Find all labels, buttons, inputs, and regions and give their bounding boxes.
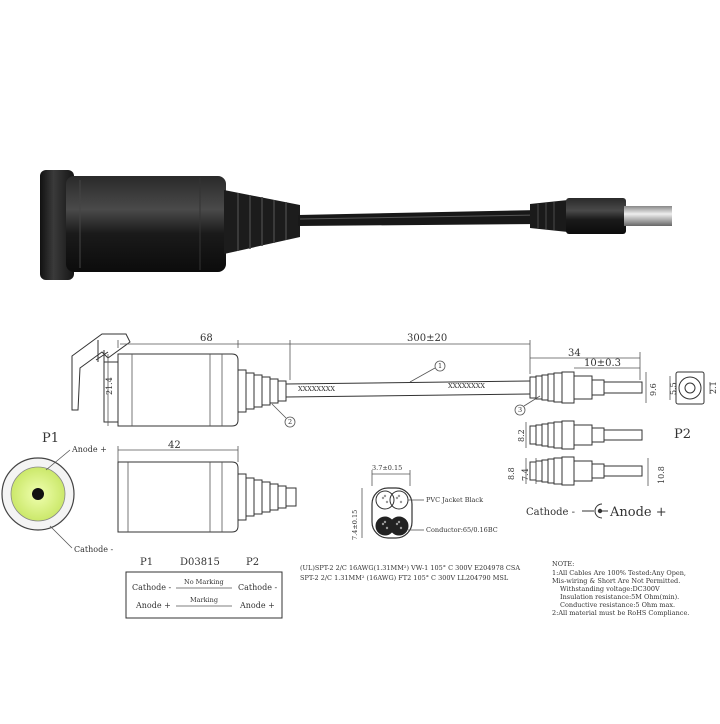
p1-title: P1 — [42, 431, 59, 446]
notes-line5: Conductive resistance:5 Ohm max. — [560, 601, 675, 609]
top-view-drawing — [117, 446, 297, 533]
p1-center-pin — [32, 488, 44, 500]
dim-8-8: 8.8 — [507, 467, 516, 480]
side-view-drawing — [71, 333, 705, 427]
dim-10-8: 10.8 — [657, 466, 666, 484]
notes-line3: Withstanding voltage:DC300V — [560, 585, 660, 593]
notes-line2: Mis-wiring & Short Are Not Permitted. — [552, 577, 680, 585]
table-row1-mid: No Marking — [184, 578, 224, 586]
table-row2-left: Anode + — [135, 601, 171, 610]
table-row1-left: Cathode - — [132, 583, 171, 592]
callout-3: 3 — [518, 406, 522, 414]
p1-anode-label: Anode + — [71, 445, 107, 454]
notes-line6: 2:All material must be RoHS Compliance. — [552, 609, 689, 617]
dim-5-5: 5.5 — [669, 382, 678, 395]
table-row2-right: Anode + — [239, 601, 275, 610]
dc-plug-body — [566, 198, 626, 234]
notes-line4: Insulation resistance:5M Ohm(min). — [560, 593, 679, 601]
dc-plug-boot — [530, 200, 568, 232]
polarity-table — [125, 571, 283, 619]
p1-cathode-label: Cathode - — [74, 545, 113, 554]
callout-1-circle — [434, 360, 446, 372]
dim-7-4-plug: 7.4 — [521, 468, 530, 481]
dim-3-7: 3.7±0.15 — [372, 464, 402, 472]
dim-2-1: 2.1 — [709, 381, 718, 394]
socket-body — [66, 176, 226, 272]
p1-connector-face — [1, 457, 75, 531]
socket-cap — [40, 170, 74, 280]
cable-marking-left: XXXXXXXX — [298, 385, 335, 393]
table-p1: P1 — [140, 557, 153, 568]
callout-3-circle — [514, 404, 526, 416]
table-p2: P2 — [246, 557, 259, 568]
dim-9-6: 9.6 — [649, 383, 658, 396]
cable — [298, 210, 540, 226]
p2-title: P2 — [674, 427, 691, 442]
cable-cross-section — [361, 470, 424, 539]
table-row2-mid: Marking — [190, 596, 218, 604]
p2-anode-label: Anode + — [609, 505, 667, 520]
p2-polarity-symbol — [582, 503, 608, 519]
dim-68: 68 — [200, 333, 213, 344]
callout-2: 2 — [288, 418, 292, 426]
dim-42: 42 — [168, 440, 181, 451]
notes-title: NOTE: — [552, 560, 574, 568]
dimensions-top — [107, 340, 711, 426]
cable-marking-right: XXXXXXXX — [448, 382, 485, 390]
dim-300: 300±20 — [407, 333, 447, 344]
p2-plug-view-1 — [525, 420, 643, 450]
dim-21-4: 21.4 — [105, 377, 114, 395]
dim-7-4: 7.4±0.15 — [351, 510, 359, 540]
p2-cathode-label: Cathode - — [526, 507, 575, 518]
jacket-label: PVC Jacket Black — [426, 496, 483, 504]
notes-line1: 1:All Cables Are 100% Tested:Any Open, — [552, 569, 686, 577]
table-row1-right: Cathode - — [238, 583, 277, 592]
table-part-number: D03815 — [180, 557, 220, 568]
dim-34: 34 — [568, 348, 581, 359]
product-photo — [40, 170, 672, 280]
dc-plug-barrel — [624, 206, 672, 226]
cable-spec-line1: (UL)SPT-2 2/C 16AWG(1.31MM²) VW-1 105° C… — [300, 564, 520, 572]
dim-10: 10±0.3 — [584, 358, 621, 369]
cable-spec-line2: SPT-2 2/C 1.31MM² (16AWG) FT2 105° C 300… — [300, 574, 509, 582]
p2-plug-view-2 — [525, 456, 649, 486]
dim-8-2: 8.2 — [517, 429, 526, 442]
callout-1: 1 — [438, 362, 442, 370]
callout-2-circle — [284, 416, 296, 428]
conductor-label: Conductor:65/0.16BC — [426, 526, 498, 534]
